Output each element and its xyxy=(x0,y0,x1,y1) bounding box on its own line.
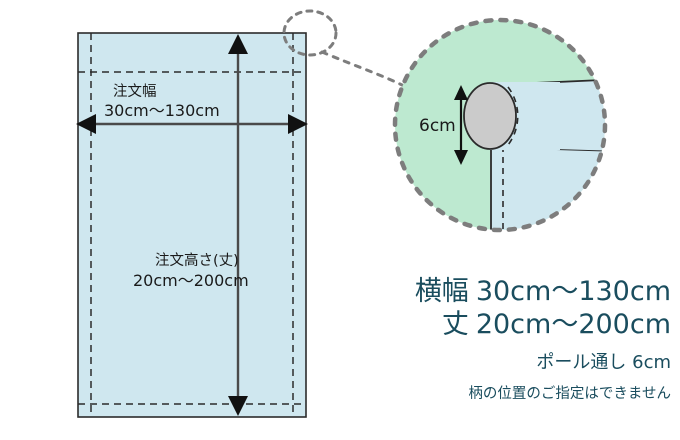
spec-line-2-value: 20cm～200cm xyxy=(476,309,671,340)
width-dimension-arrow xyxy=(76,114,308,134)
spec-line-2-label: 丈 xyxy=(442,309,469,340)
pole-diameter-label: 6cm xyxy=(419,116,456,136)
height-label-line2: 20cm～200cm xyxy=(133,271,249,290)
height-label: 注文高さ(丈) 20cm～200cm xyxy=(133,252,249,290)
pole-end-cap xyxy=(463,82,517,150)
height-dimension-arrow xyxy=(228,34,248,416)
callout-marker-circle xyxy=(282,9,338,57)
detail-magnifier xyxy=(392,17,608,233)
spec-line-1-value: 30cm～130cm xyxy=(476,276,671,307)
spec-line-3: ポール通し 6cm xyxy=(536,352,671,373)
curtain-panel-group xyxy=(77,32,307,418)
spec-line-4: 柄の位置のご指定はできません xyxy=(468,385,671,402)
pole-sleeve-seam xyxy=(507,86,519,146)
width-label-line2: 30cm～130cm xyxy=(104,101,220,120)
callout-leader-line xyxy=(320,50,410,90)
detail-circle-border xyxy=(392,17,608,233)
width-label-line1: 注文幅 xyxy=(113,83,157,100)
spec-line-1-label: 横幅 xyxy=(415,276,469,307)
curtain-body xyxy=(77,32,307,418)
detail-contents xyxy=(463,78,605,230)
height-label-line1: 注文高さ(丈) xyxy=(155,252,239,269)
width-label: 注文幅 30cm～130cm xyxy=(104,83,220,120)
pole-diameter-dimension xyxy=(454,85,468,165)
